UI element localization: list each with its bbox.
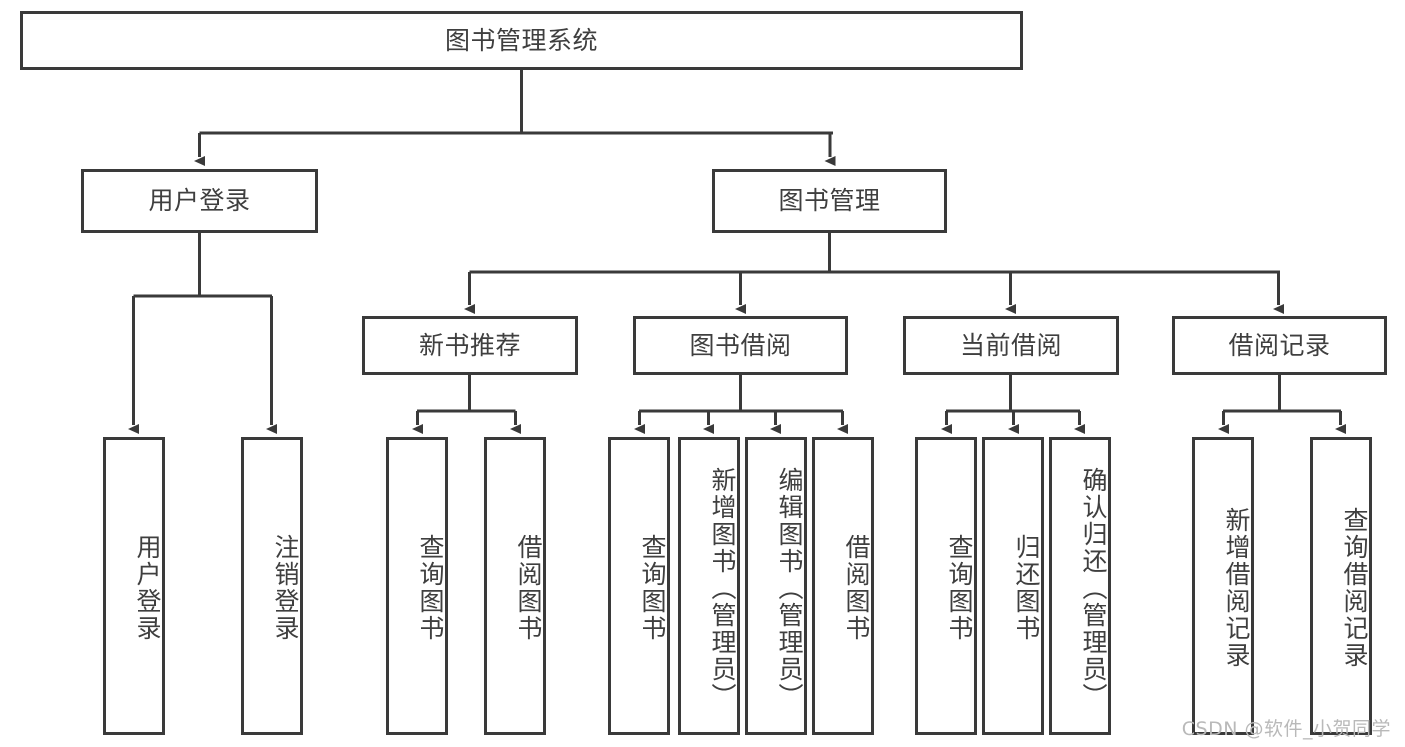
node-leaf-edit-book[interactable]: 编辑图书（管理员） [745,437,807,735]
node-leaf-query-book-rec[interactable]: 查询图书 [386,437,448,735]
node-book-borrow-label: 图书借阅 [689,330,792,360]
node-leaf-borrow-book[interactable]: 借阅图书 [812,437,874,735]
node-leaf-add-book[interactable]: 新增图书（管理员） [678,437,740,735]
node-book-manage[interactable]: 图书管理 [712,169,947,233]
node-book-borrow[interactable]: 图书借阅 [633,316,848,375]
node-current-borrow-label: 当前借阅 [959,330,1062,360]
node-borrow-record-label: 借阅记录 [1228,330,1331,360]
node-leaf-query-book-rec-label: 查询图书 [416,534,445,642]
node-leaf-logout[interactable]: 注销登录 [241,437,303,735]
node-book-manage-label: 图书管理 [778,186,881,216]
node-leaf-query-record[interactable]: 查询借阅记录 [1310,437,1372,735]
node-root-label: 图书管理系统 [444,25,598,55]
node-borrow-record[interactable]: 借阅记录 [1172,316,1387,375]
node-leaf-logout-label: 注销登录 [271,534,300,642]
node-leaf-query-book-borrow[interactable]: 查询图书 [608,437,670,735]
node-user-login[interactable]: 用户登录 [81,169,318,233]
node-leaf-query-book-borrow-label: 查询图书 [638,534,667,642]
watermark-text: CSDN @软件_小贺同学 [1181,718,1391,740]
node-leaf-borrow-book-label: 借阅图书 [842,534,871,642]
node-leaf-return-book-label: 归还图书 [1012,534,1041,642]
node-leaf-user-login-label: 用户登录 [133,534,162,642]
node-leaf-query-book-current[interactable]: 查询图书 [915,437,977,735]
node-user-login-label: 用户登录 [148,186,251,216]
node-leaf-borrow-book-rec-label: 借阅图书 [514,534,543,642]
node-leaf-query-book-current-label: 查询图书 [945,534,974,642]
node-leaf-query-record-label: 查询借阅记录 [1340,507,1369,669]
node-new-book-rec[interactable]: 新书推荐 [362,316,578,375]
node-leaf-confirm-return[interactable]: 确认归还（管理员） [1049,437,1111,735]
node-leaf-user-login[interactable]: 用户登录 [103,437,165,735]
node-leaf-return-book[interactable]: 归还图书 [982,437,1044,735]
node-leaf-edit-book-label: 编辑图书（管理员） [775,466,804,710]
node-leaf-add-record-label: 新增借阅记录 [1222,507,1251,669]
node-new-book-rec-label: 新书推荐 [418,330,521,360]
node-leaf-borrow-book-rec[interactable]: 借阅图书 [484,437,546,735]
node-leaf-confirm-return-label: 确认归还（管理员） [1079,466,1108,710]
node-leaf-add-record[interactable]: 新增借阅记录 [1192,437,1254,735]
node-leaf-add-book-label: 新增图书（管理员） [708,466,737,710]
node-root[interactable]: 图书管理系统 [20,11,1023,70]
node-current-borrow[interactable]: 当前借阅 [903,316,1119,375]
